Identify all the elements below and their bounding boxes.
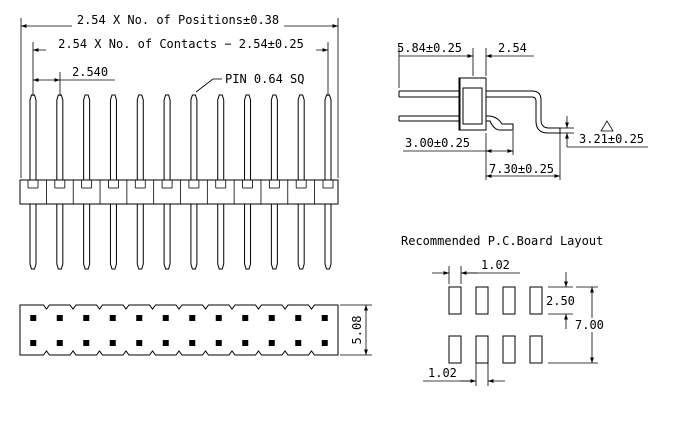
dim-pitch-label: 2.540: [72, 65, 108, 79]
pcb-layout: Recommended P.C.Board Layout 1.02 2.50 7…: [401, 234, 605, 386]
pin-square: [268, 340, 275, 346]
pad-bottom: [448, 335, 462, 364]
pin-square: [295, 315, 302, 321]
pin-square: [215, 340, 222, 346]
pin-square: [321, 315, 328, 321]
pin-square: [321, 340, 328, 346]
top-pins: [30, 315, 328, 346]
pin-size-label: PIN 0.64 SQ: [225, 72, 304, 86]
pin: [322, 94, 334, 270]
dim-a-label: 5.84±0.25: [397, 41, 462, 55]
pin-square: [56, 340, 63, 346]
pin-upper: [29, 94, 37, 180]
pin-square: [242, 340, 249, 346]
pin-upper: [244, 94, 252, 180]
pin: [242, 94, 262, 270]
pin-square: [162, 340, 169, 346]
pin-upper: [217, 94, 225, 180]
pin-upper: [270, 94, 278, 180]
pin-lower: [56, 204, 64, 270]
pad-bottom: [475, 335, 489, 364]
pin-square: [30, 315, 37, 321]
dim-width-top-label: 1.02: [481, 258, 510, 272]
dim-c-label: 3.00±0.25: [405, 136, 470, 150]
top-view: 5.08: [19, 304, 372, 356]
pin-square: [136, 340, 143, 346]
pin-square: [83, 315, 90, 321]
dim-row-span-label: 7.00: [575, 318, 604, 332]
dim-e-label: 3.21±0.25: [579, 132, 644, 146]
pin-upper: [297, 94, 305, 180]
pin-square: [109, 315, 116, 321]
pin-square: [83, 340, 90, 346]
pin-square: [295, 340, 302, 346]
pin: [268, 94, 289, 270]
pin-lower: [109, 204, 117, 270]
dim-height-label: 5.08: [350, 316, 364, 345]
pin: [54, 94, 74, 270]
dim-pad-height-label: 2.50: [546, 294, 575, 308]
pin: [134, 94, 155, 270]
pin: [81, 94, 101, 270]
pad-top: [475, 286, 489, 315]
pin-lower: [163, 204, 171, 270]
pin-square: [268, 315, 275, 321]
pin-lower: [190, 204, 198, 270]
pin-upper: [163, 94, 171, 180]
pin-lower: [136, 204, 144, 270]
dim-b-label: 2.54: [498, 41, 527, 55]
pin: [108, 94, 128, 270]
pin-lower: [297, 204, 305, 270]
pin-lower: [83, 204, 91, 270]
dim-contacts-label: 2.54 X No. of Contacts − 2.54±0.25: [58, 37, 304, 51]
pad-top: [529, 286, 543, 315]
pin-upper: [136, 94, 144, 180]
dim-d-label: 7.30±0.25: [489, 162, 554, 176]
dim-overall-label: 2.54 X No. of Positions±0.38: [77, 13, 279, 27]
pin-square: [242, 315, 249, 321]
pad-top: [448, 286, 462, 315]
pcb-layout-title: Recommended P.C.Board Layout: [401, 234, 603, 248]
pin-square: [56, 315, 63, 321]
pin-lower: [217, 204, 225, 270]
pin: [295, 94, 315, 270]
top-view-outline: [19, 304, 339, 356]
pin-upper: [56, 94, 64, 180]
pin-upper: [190, 94, 198, 180]
dim-width-bottom-label: 1.02: [428, 366, 457, 380]
pin-upper: [324, 94, 332, 180]
pin: [188, 94, 208, 270]
pin: [215, 94, 235, 270]
pin-square: [189, 340, 196, 346]
pin-square: [136, 315, 143, 321]
front-pins: [27, 94, 334, 270]
pin: [161, 94, 181, 270]
pin-square: [30, 340, 37, 346]
pin-square: [162, 315, 169, 321]
pin-upper: [83, 94, 91, 180]
side-view: 5.84±0.25 2.54 3.00±0.25 7.30±0.25 3.21±…: [397, 41, 648, 180]
note-triangle-icon: [600, 120, 614, 132]
pin-upper: [109, 94, 117, 180]
pin-lower: [270, 204, 278, 270]
pin-lower: [29, 204, 37, 270]
pin-square: [215, 315, 222, 321]
pad-top: [502, 286, 516, 315]
front-view: 2.54 X No. of Positions±0.38 2.54 X No. …: [19, 13, 339, 270]
pad-bottom: [502, 335, 516, 364]
pcb-pads: [448, 286, 543, 364]
pin-lower: [324, 204, 332, 270]
pin-lower: [244, 204, 252, 270]
pad-bottom: [529, 335, 543, 364]
pin: [27, 94, 47, 270]
pin-square: [109, 340, 116, 346]
pin-square: [189, 315, 196, 321]
